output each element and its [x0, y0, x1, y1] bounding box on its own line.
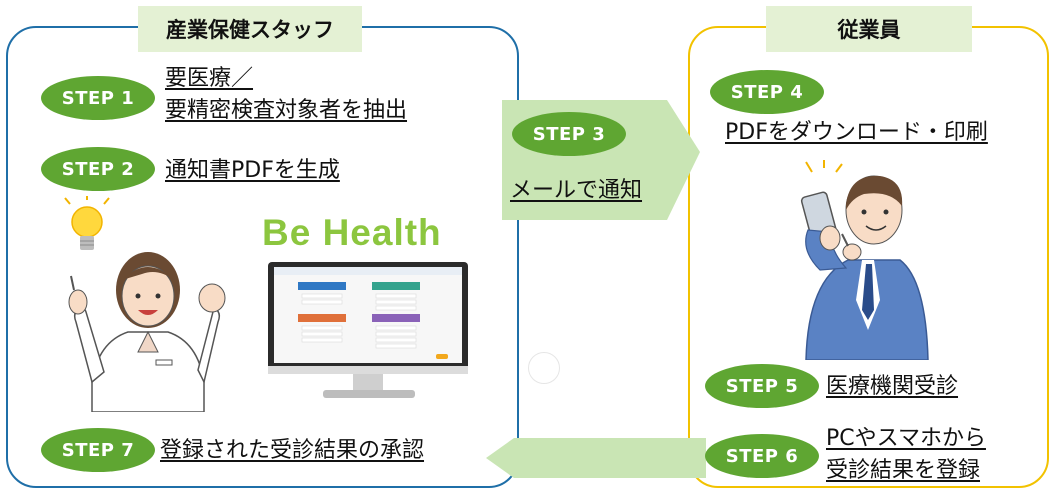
left-arrow	[486, 438, 706, 478]
step-5-badge: STEP 5	[705, 364, 819, 408]
step-2-text: 通知書PDFを生成	[165, 158, 340, 183]
staff-title: 産業保健スタッフ	[138, 6, 362, 52]
step-6-badge: STEP 6	[705, 434, 819, 478]
employee-title: 従業員	[766, 6, 972, 52]
businessman-figure	[800, 160, 929, 360]
step-1-text-line2: 要精密検査対象者を抽出	[165, 98, 408, 123]
step-1-text-line1: 要医療／	[165, 66, 254, 91]
step-7-text: 登録された受診結果の承認	[160, 438, 425, 463]
step-1-badge: STEP 1	[41, 76, 155, 120]
step-4-text: PDFをダウンロード・印刷	[725, 120, 988, 145]
nurse-figure	[68, 252, 226, 412]
behealth-logo: Be Health	[262, 212, 442, 253]
step-6-text-line2: 受診結果を登録	[826, 458, 981, 483]
step-3-text: メールで通知	[510, 178, 643, 203]
step-3-badge: STEP 3	[512, 112, 626, 156]
monitor-illustration	[268, 262, 468, 398]
decorative-circle	[528, 352, 560, 384]
step-4-badge: STEP 4	[710, 70, 824, 114]
step-7-badge: STEP 7	[41, 428, 155, 472]
step-6-text-line1: PCやスマホから	[826, 426, 986, 451]
step-2-badge: STEP 2	[41, 147, 155, 191]
step-5-text: 医療機関受診	[826, 374, 959, 399]
lightbulb-icon	[64, 196, 110, 250]
